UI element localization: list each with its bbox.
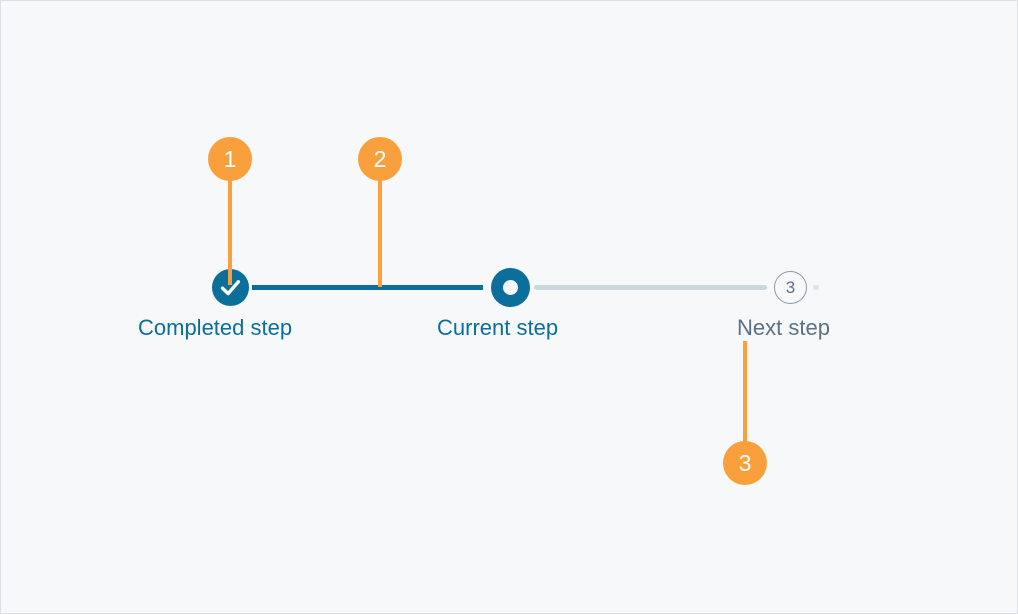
callout-stem-1 (228, 159, 232, 285)
connector-current-to-next (534, 285, 767, 290)
step-number-next: 3 (785, 278, 796, 297)
step-label-next[interactable]: Next step (737, 315, 830, 340)
callout-badge-3: 3 (723, 441, 767, 485)
connector-next-trailing (813, 285, 819, 290)
connector-completed-to-current (252, 285, 483, 290)
callout-stem-3 (743, 341, 747, 443)
callout-badge-1: 1 (208, 137, 252, 181)
callout-badge-2: 2 (358, 137, 402, 181)
step-node-current[interactable] (491, 268, 530, 307)
callout-stem-2 (378, 159, 382, 287)
step-label-current[interactable]: Current step (437, 315, 559, 340)
check-icon (220, 280, 241, 296)
step-node-next[interactable]: 3 (774, 271, 807, 304)
filled-dot-icon (503, 280, 518, 295)
step-label-completed[interactable]: Completed step (138, 315, 293, 340)
